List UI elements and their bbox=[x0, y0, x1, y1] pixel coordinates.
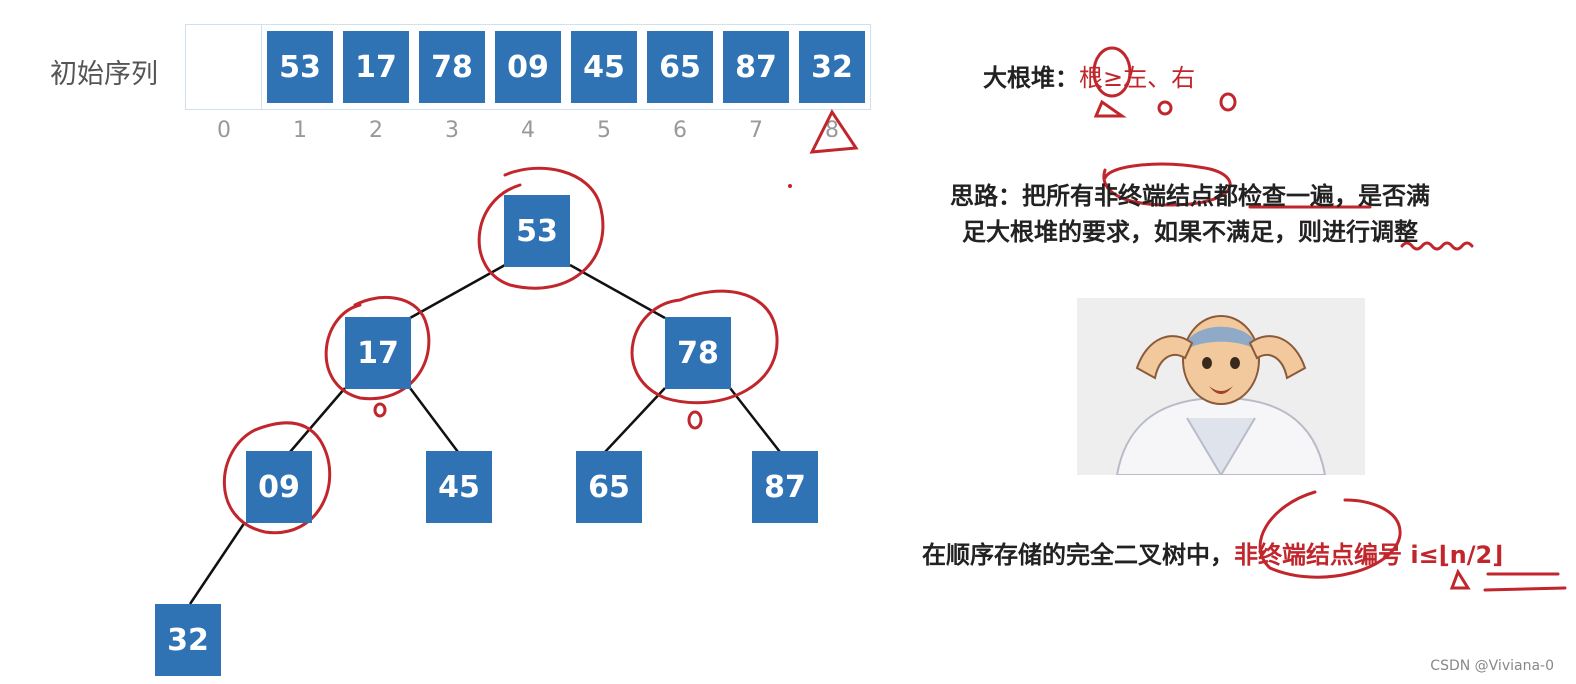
array-index-1: 1 bbox=[293, 118, 307, 143]
underline-2 bbox=[1483, 586, 1567, 592]
edge-53-78 bbox=[569, 263, 666, 320]
tree-node-32: 32 bbox=[155, 604, 221, 676]
array-value-7: 87 bbox=[723, 31, 789, 103]
array-index-8: 8 bbox=[825, 118, 839, 143]
wavy-underline-adjust bbox=[1400, 241, 1474, 251]
mark-17 bbox=[373, 402, 387, 418]
edge-53-17 bbox=[409, 263, 506, 320]
array-index-4: 4 bbox=[521, 118, 535, 143]
mark-right bbox=[1219, 92, 1237, 112]
circle-78 bbox=[630, 289, 779, 405]
tree-node-09: 09 bbox=[246, 451, 312, 523]
circle-bottom bbox=[1258, 490, 1402, 579]
mark-left bbox=[1157, 100, 1173, 116]
mark-78 bbox=[687, 410, 703, 430]
array-cell-4: 09 bbox=[490, 25, 566, 109]
heap-title: 大根堆：根≥左、右 bbox=[983, 58, 1195, 93]
array-value-6: 65 bbox=[647, 31, 713, 103]
circle-nonterminal bbox=[1102, 162, 1232, 207]
sequence-label: 初始序列 bbox=[50, 59, 158, 90]
array-cell-5: 45 bbox=[566, 25, 642, 109]
array-cell-1: 53 bbox=[262, 25, 338, 109]
array-value-1: 53 bbox=[267, 31, 333, 103]
edge-17-45 bbox=[409, 387, 459, 453]
tree-node-45: 45 bbox=[426, 451, 492, 523]
edge-78-65 bbox=[604, 387, 666, 453]
tree-node-78: 78 bbox=[665, 317, 731, 389]
array-row: 53 17 78 09 45 65 87 32 bbox=[185, 24, 871, 110]
array-index-7: 7 bbox=[749, 118, 763, 143]
monk-image-icon bbox=[1077, 298, 1365, 477]
array-value-3: 78 bbox=[419, 31, 485, 103]
bottom-note: 在顺序存储的完全二叉树中，非终端结点编号 i≤⌊n/2⌋ bbox=[922, 535, 1503, 570]
array-value-2: 17 bbox=[343, 31, 409, 103]
edge-17-09 bbox=[289, 387, 346, 453]
array-index-2: 2 bbox=[369, 118, 383, 143]
array-cell-empty bbox=[186, 25, 262, 109]
tree-node-65: 65 bbox=[576, 451, 642, 523]
triangle-8 bbox=[809, 109, 859, 154]
monk-illustration bbox=[1077, 298, 1365, 477]
tree-node-87: 87 bbox=[752, 451, 818, 523]
array-cell-8: 32 bbox=[794, 25, 870, 109]
bottom-prefix: 在顺序存储的完全二叉树中， bbox=[922, 541, 1234, 569]
array-value-4: 09 bbox=[495, 31, 561, 103]
idea-line-1: 思路：把所有非终端结点都检查一遍，是否满 bbox=[950, 182, 1430, 210]
mark-root bbox=[1093, 99, 1127, 118]
array-cell-7: 87 bbox=[718, 25, 794, 109]
array-cell-6: 65 bbox=[642, 25, 718, 109]
edge-78-87 bbox=[729, 387, 781, 453]
idea-line-2: 足大根堆的要求，如果不满足，则进行调整 bbox=[962, 218, 1418, 246]
bottom-emphasis: 非终端结点编号 i≤⌊n/2⌋ bbox=[1234, 541, 1504, 569]
array-value-8: 32 bbox=[799, 31, 865, 103]
array-index-5: 5 bbox=[597, 118, 611, 143]
heap-prefix: 大根堆： bbox=[983, 64, 1079, 92]
tree-node-53: 53 bbox=[504, 195, 570, 267]
circle-root bbox=[1092, 46, 1132, 98]
array-index-0: 0 bbox=[217, 118, 231, 143]
array-index-6: 6 bbox=[673, 118, 687, 143]
array-index-3: 3 bbox=[445, 118, 459, 143]
watermark: CSDN @Viviana-0 bbox=[1430, 658, 1554, 674]
mark-i bbox=[1449, 568, 1471, 590]
red-dot bbox=[788, 184, 792, 188]
array-cell-2: 17 bbox=[338, 25, 414, 109]
circle-53 bbox=[477, 166, 605, 290]
array-cell-3: 78 bbox=[414, 25, 490, 109]
array-value-5: 45 bbox=[571, 31, 637, 103]
heap-rule: 根≥左、右 bbox=[1079, 64, 1196, 92]
edge-09-32 bbox=[188, 521, 247, 605]
tree-node-17: 17 bbox=[345, 317, 411, 389]
